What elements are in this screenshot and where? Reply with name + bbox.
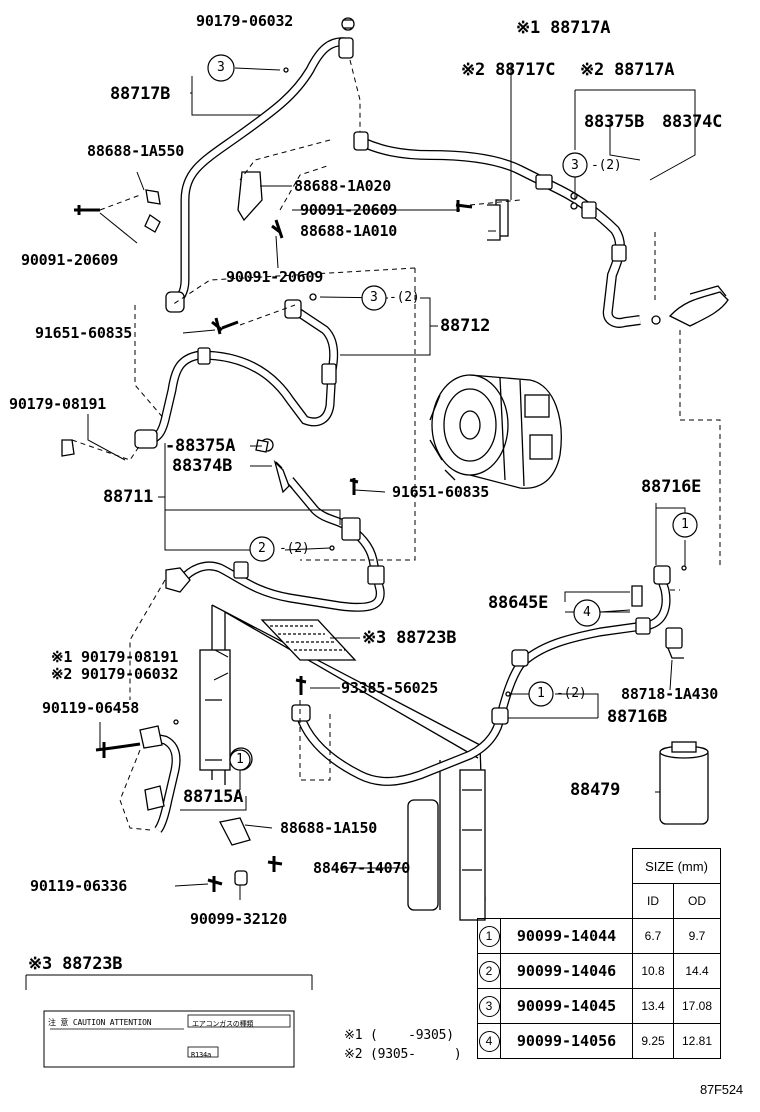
part-label-88716e: 88716E	[641, 477, 702, 497]
circle-number-1a: 1	[681, 517, 689, 532]
row-part-number: 90099-14044	[500, 918, 633, 954]
table-row: 3 90099-14045 13.4 17.08	[477, 988, 721, 1024]
row-id: 6.7	[632, 918, 674, 954]
label-box	[25, 974, 313, 1068]
row-part-number: 90099-14045	[500, 988, 633, 1024]
figure-code: 87F524	[700, 1082, 743, 1097]
part-label-88711: 88711	[103, 487, 154, 507]
row-od: 12.81	[673, 1023, 721, 1059]
part-label-88688-1a150: 88688-1A150	[280, 819, 378, 837]
part-label-90119-06336: 90119-06336	[30, 877, 128, 895]
row-id: 9.25	[632, 1023, 674, 1059]
row-number: 2	[478, 960, 500, 982]
row-id: 13.4	[632, 988, 674, 1024]
sticker-caution-text: 注 意 CAUTION ATTENTION	[48, 1018, 152, 1027]
part-label-88375b: 88375B	[584, 112, 645, 132]
part-label-88479: 88479	[570, 780, 621, 800]
circle-number-1b: 1	[537, 686, 545, 701]
fasteners	[61, 67, 687, 892]
hose-88717a	[353, 131, 729, 328]
row-number: 1	[478, 925, 500, 947]
hose-size-table: SIZE (mm) ID OD 1 90099-14044 6.7 9.7 2 …	[477, 848, 721, 1059]
pipe-88716b	[291, 565, 684, 786]
part-label-88374c: 88374C	[662, 112, 723, 132]
table-row: 4 90099-14056 9.25 12.81	[477, 1023, 721, 1059]
part-label-90179-08191-note1: ※1 90179-08191	[51, 648, 179, 666]
part-label-88717a-note2: ※2 88717A	[580, 60, 675, 80]
row-number: 4	[478, 1030, 500, 1052]
qty-1b: -(2)	[556, 686, 587, 701]
row-number: 3	[478, 995, 500, 1017]
qty-2: -(2)	[279, 541, 310, 556]
table-row: 2 90099-14046 10.8 14.4	[477, 953, 721, 989]
pipe-88712	[134, 299, 339, 449]
part-label-88467-14070: 88467-14070	[313, 859, 411, 877]
part-label-90091-20609-left: 90091-20609	[21, 251, 119, 269]
part-label-88712: 88712	[440, 316, 491, 336]
row-part-number: 90099-14056	[500, 1023, 633, 1059]
part-label-88718-1a430: 88718-1A430	[621, 685, 719, 703]
circle-markers	[207, 54, 698, 771]
circle-number-3c: 3	[370, 290, 378, 305]
part-label-90179-08191: 90179-08191	[9, 395, 107, 413]
part-label-88688-1a020: 88688-1A020	[294, 177, 392, 195]
part-label-90091-20609-mid: 90091-20609	[300, 201, 398, 219]
label-box-title: ※3 88723B	[28, 954, 123, 974]
dashed-guides	[71, 59, 721, 831]
sticker-refrigerant-type: R134a	[191, 1051, 212, 1059]
part-label-90179-06032-note2: ※2 90179-06032	[51, 665, 179, 683]
row-od: 9.7	[673, 918, 721, 954]
part-label-90099-32120: 90099-32120	[190, 910, 288, 928]
col-id-header: ID	[632, 883, 674, 919]
compressor	[429, 374, 562, 489]
part-label-90091-20609-bottom: 90091-20609	[226, 268, 324, 286]
row-id: 10.8	[632, 953, 674, 989]
part-label-88715a: 88715A	[183, 787, 244, 807]
row-od: 17.08	[673, 988, 721, 1024]
caution-label-on-condenser	[260, 619, 357, 661]
part-label-91651-60835-left: 91651-60835	[35, 324, 133, 342]
size-header: SIZE (mm)	[632, 848, 721, 884]
part-label-88688-1a550: 88688-1A550	[87, 142, 185, 160]
part-label-88688-1a010: 88688-1A010	[300, 222, 398, 240]
circle-number-3: 3	[217, 60, 225, 75]
part-label-90179-06032-top: 90179-06032	[196, 12, 294, 30]
receiver-dryer	[659, 741, 709, 825]
part-label-88716b: 88716B	[607, 707, 668, 727]
condenser	[199, 604, 486, 921]
table-row: 1 90099-14044 6.7 9.7	[477, 918, 721, 954]
part-label-88723b-note3: ※3 88723B	[362, 628, 457, 648]
sticker-refrigerant-text: エアコンガスの種類	[192, 1020, 254, 1028]
row-od: 14.4	[673, 953, 721, 989]
hose-88717b	[165, 17, 355, 313]
part-label-88645e: 88645E	[488, 593, 549, 613]
part-label-91651-60835-right: 91651-60835	[392, 483, 490, 501]
circle-number-3b: 3	[571, 158, 579, 173]
qty-3c: -(2)	[389, 290, 420, 305]
part-label-88717a-note1: ※1 88717A	[516, 18, 611, 38]
note-1: ※1 ( -9305)	[344, 1028, 454, 1043]
part-label-88717c-note2: ※2 88717C	[461, 60, 556, 80]
part-label-88374b: 88374B	[172, 456, 233, 476]
circle-number-1c: 1	[236, 752, 244, 767]
part-label-88717b: 88717B	[110, 84, 171, 104]
note-2: ※2 (9305- )	[344, 1047, 462, 1062]
circle-number-4: 4	[583, 605, 591, 620]
part-label-90119-06458: 90119-06458	[42, 699, 140, 717]
col-od-header: OD	[673, 883, 721, 919]
part-label-93385-56025: 93385-56025	[341, 679, 439, 697]
part-label-88375a: -88375A	[165, 436, 236, 456]
leader-lines	[87, 65, 696, 900]
circle-number-2: 2	[258, 541, 266, 556]
pipe-88715a	[139, 725, 251, 846]
row-part-number: 90099-14046	[500, 953, 633, 989]
qty-3b: -(2)	[591, 158, 622, 173]
